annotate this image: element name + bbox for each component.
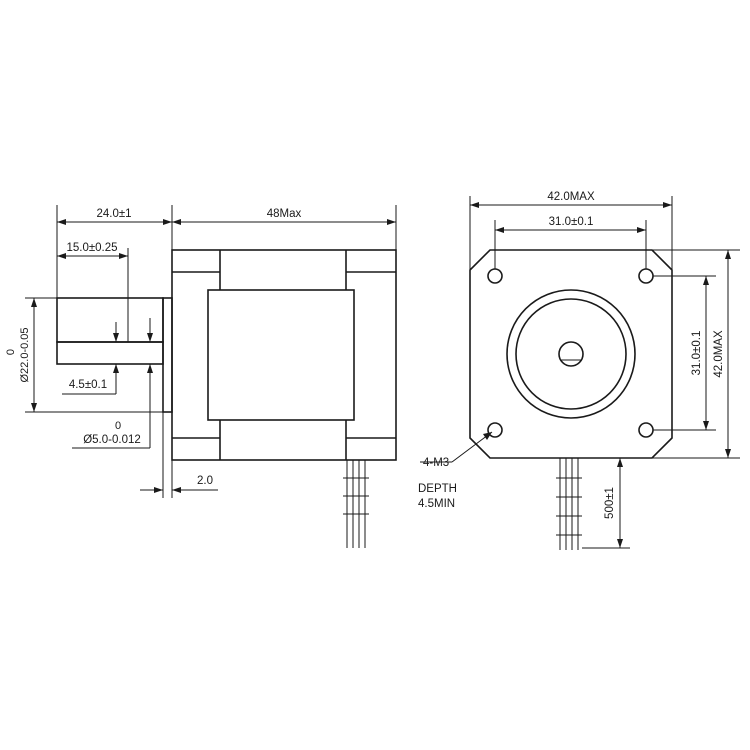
label-hole-spacing-h: 31.0±0.1 <box>549 216 594 228</box>
side-view: 24.0±1 48Max 15.0±0.25 0 Ø22.0-0.05 4.5±… <box>5 205 397 548</box>
label-boss-height: 2.0 <box>197 475 213 487</box>
mounting-hole-tr <box>638 268 654 284</box>
label-flat-length: 15.0±0.25 <box>66 242 117 254</box>
shaft <box>56 341 164 365</box>
stator-stack <box>207 289 355 421</box>
label-shaft-tol-upper: 0 <box>115 420 121 432</box>
shaft-flat <box>56 297 164 343</box>
mounting-boss <box>162 297 173 413</box>
label-depth-value: 4.5MIN <box>418 498 455 510</box>
shaft-circle <box>558 341 584 367</box>
mounting-hole-bl <box>487 422 503 438</box>
label-mounting-holes: 4-M3 <box>423 457 449 469</box>
lead-wires-front <box>556 458 582 550</box>
mounting-hole-tl <box>487 268 503 284</box>
boss-inner-circle <box>515 298 627 410</box>
boss-outer-circle <box>506 289 636 419</box>
lead-wires <box>343 460 369 548</box>
label-body-length: 48Max <box>267 208 302 220</box>
label-flat-depth: 4.5±0.1 <box>69 379 107 391</box>
label-overall-width: 42.0MAX <box>547 191 595 203</box>
label-overall-height: 42.0MAX <box>713 330 725 378</box>
front-view: 42.0MAX 31.0±0.1 31.0±0.1 42.0MAX 4-M3 D… <box>418 191 740 550</box>
label-shaft-length: 24.0±1 <box>96 208 131 220</box>
motor-body-outline <box>171 249 397 461</box>
label-lead-length: 500±1 <box>604 487 616 519</box>
label-boss-diameter: Ø22.0-0.05 <box>19 327 31 382</box>
label-hole-spacing-v: 31.0±0.1 <box>691 331 703 376</box>
label-boss-tol-upper: 0 <box>5 349 17 355</box>
mounting-hole-br <box>638 422 654 438</box>
label-depth: DEPTH <box>418 483 457 495</box>
label-shaft-diameter: Ø5.0-0.012 <box>83 434 141 446</box>
